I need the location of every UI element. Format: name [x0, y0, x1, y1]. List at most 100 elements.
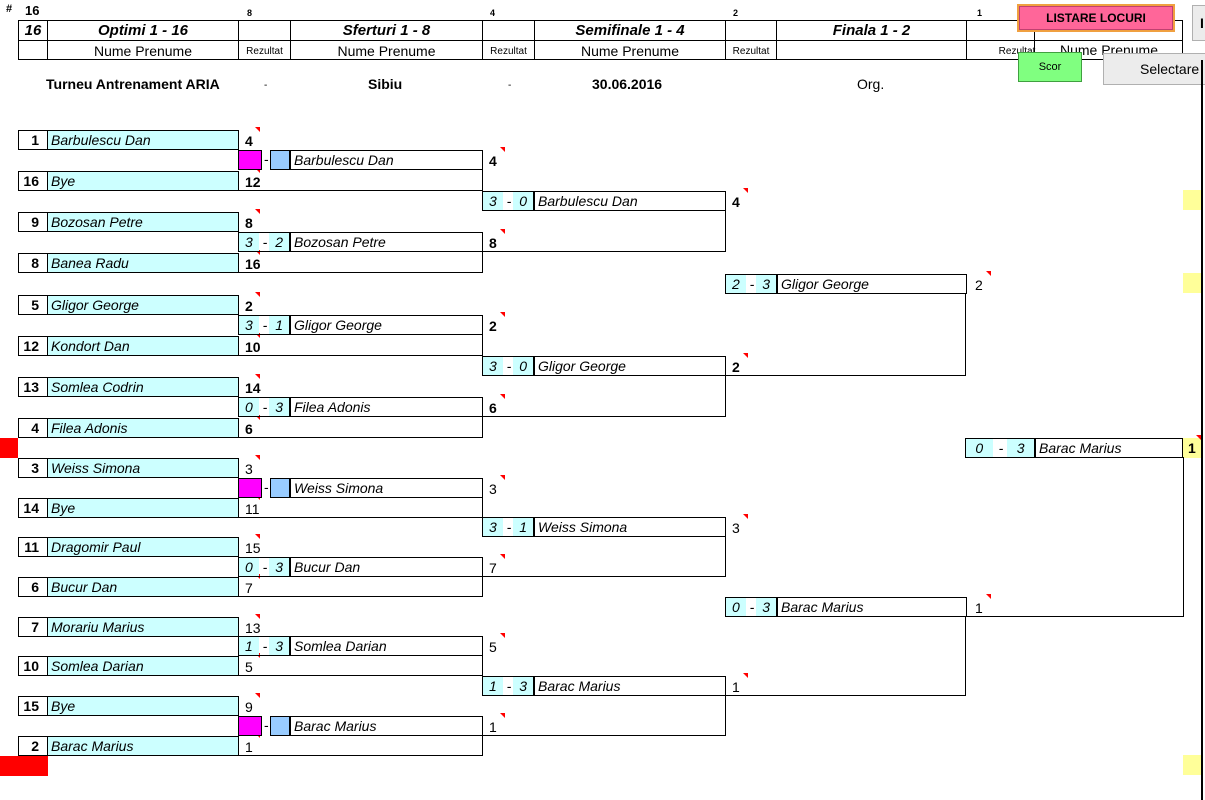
bracket-line	[483, 251, 725, 252]
score-dash: -	[506, 193, 512, 209]
bracket-line	[966, 616, 1183, 617]
bracket-line	[239, 675, 482, 676]
comment-marker	[743, 353, 748, 358]
header-round4: Finala 1 - 2	[832, 22, 911, 39]
result-header-2: Rezultat	[490, 46, 527, 57]
match-score: 3-0	[482, 191, 534, 211]
score-b: 3	[269, 398, 289, 416]
player-name: Barac Marius	[47, 736, 239, 756]
comment-marker	[500, 633, 505, 638]
score-b: 3	[1007, 439, 1034, 457]
organizer-label: Org.	[857, 76, 885, 92]
player-name: Barac Marius	[1035, 438, 1183, 458]
seed-number: 15	[18, 696, 48, 716]
comment-marker	[500, 394, 505, 399]
score-a: 3	[239, 316, 259, 334]
bracket-line	[1183, 457, 1184, 617]
seed-number: 12	[18, 336, 48, 356]
bracket-line	[725, 695, 726, 736]
score-a: 0	[239, 558, 259, 576]
tournament-city: Sibiu	[368, 76, 403, 92]
rank-value: 8	[489, 235, 497, 251]
rank-value: 1	[732, 679, 740, 695]
player-name: Bucur Dan	[290, 557, 483, 577]
player-name: Filea Adonis	[47, 418, 239, 438]
player-name: Gligor George	[47, 295, 239, 315]
seed-number: 3	[18, 458, 48, 478]
rank-value: 9	[245, 699, 253, 715]
name-header-2: Nume Prenume	[337, 43, 436, 59]
comment-marker	[743, 188, 748, 193]
i-button[interactable]: I	[1192, 5, 1205, 41]
rank-value: 6	[489, 400, 497, 416]
comment-marker	[255, 250, 260, 255]
count-col3: 2	[733, 8, 739, 18]
rank-value: 3	[732, 520, 740, 536]
score-b: 3	[756, 275, 776, 293]
bracket-line	[965, 616, 966, 696]
score-b: 1	[269, 316, 289, 334]
info-dash-1: -	[264, 80, 268, 91]
bracket-line	[725, 536, 726, 577]
match-score: 0-3	[725, 597, 777, 617]
player-count: 16	[25, 3, 40, 18]
seed-number: 8	[18, 253, 48, 273]
score-dash: -	[262, 234, 268, 250]
comment-marker	[1196, 435, 1201, 440]
player-name: Bozosan Petre	[290, 232, 483, 252]
result-header-1: Rezultat	[246, 46, 283, 57]
player-name: Barac Marius	[290, 716, 483, 736]
rank-value: 3	[489, 481, 497, 497]
bracket-line	[482, 576, 483, 597]
bracket-line	[482, 416, 483, 438]
seed-number: 14	[18, 498, 48, 518]
player-name: Banea Radu	[47, 253, 239, 273]
score-a: 0	[726, 598, 746, 616]
count-col4: 1	[977, 8, 983, 18]
rank-value: 3	[245, 461, 253, 477]
score-bye-magenta	[238, 478, 262, 498]
count-col2: 4	[490, 8, 496, 18]
rank-value: 6	[245, 421, 253, 437]
listare-locuri-button[interactable]: LISTARE LOCURI	[1017, 4, 1175, 32]
score-a: 0	[966, 439, 993, 457]
bracket-line	[239, 755, 482, 756]
bracket-line	[726, 695, 965, 696]
score-dash: -	[262, 559, 268, 575]
score-dash: -	[749, 276, 755, 292]
rank-value: 5	[489, 639, 497, 655]
bracket-line	[482, 497, 483, 518]
player-name: Barac Marius	[534, 676, 726, 696]
score-bye-blue	[270, 716, 290, 736]
match-score: 3-1	[238, 315, 290, 335]
player-name: Filea Adonis	[290, 397, 483, 417]
comment-marker	[500, 475, 505, 480]
player-name: Somlea Codrin	[47, 377, 239, 397]
bracket-line	[239, 272, 482, 273]
scor-button[interactable]: Scor	[1018, 52, 1082, 82]
comment-marker	[500, 554, 505, 559]
rank-value: 4	[489, 153, 497, 169]
player-name: Somlea Darian	[290, 636, 483, 656]
comment-marker	[255, 292, 260, 297]
score-b: 2	[269, 233, 289, 251]
comment-marker	[255, 614, 260, 619]
hash-label: #	[6, 3, 13, 15]
bracket-line	[239, 437, 482, 438]
score-dash: -	[506, 358, 512, 374]
rank-value: 7	[489, 560, 497, 576]
selectare-button[interactable]: Selectare	[1103, 53, 1205, 85]
comment-marker	[743, 514, 748, 519]
bracket-line	[483, 416, 725, 417]
comment-marker	[255, 534, 260, 539]
score-bye-blue	[270, 478, 290, 498]
bracket-line	[726, 375, 965, 376]
bracket-line	[725, 210, 726, 252]
bracket-line	[482, 169, 483, 191]
rank-value: 8	[245, 215, 253, 231]
red-marker-1	[0, 438, 18, 458]
header-round3: Semifinale 1 - 4	[575, 22, 685, 39]
comment-marker	[255, 455, 260, 460]
comment-marker	[500, 312, 505, 317]
score-b: 0	[513, 192, 533, 210]
